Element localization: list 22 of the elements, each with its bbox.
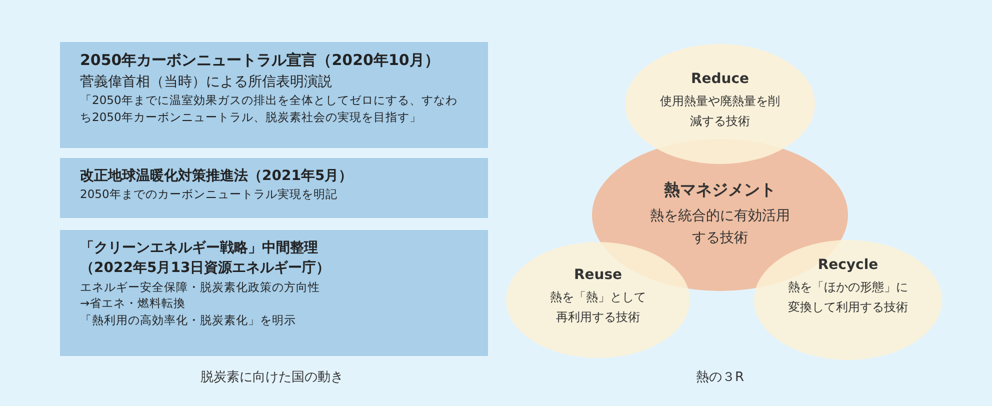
box-text: エネルギー安全保障・脱炭素化政策の方向性	[80, 278, 321, 296]
quote-text: 「2050年までに温室効果ガスの排出を全体としてゼロにする、すなわち2050年カーボンニュートラル、脱炭素社会の実現を目指す」	[80, 92, 458, 126]
box-heading: 改正地球温暖化対策推進法（2021年5月）	[80, 166, 354, 186]
info-panel	[60, 42, 488, 148]
box-heading: 「クリーンエネルギー戦略」中間整理（2022年5月13日資源エネルギー庁）	[80, 239, 332, 278]
box-subheading: 菅義偉首相（当時）による所信表明演説	[80, 72, 333, 92]
ellipse-heading: Reduce	[690, 70, 750, 89]
figure-caption: 脱炭素に向けた国の動き	[200, 369, 344, 386]
info-panel	[60, 158, 488, 218]
ellipse-text: 使用熱量や廃熱量を削減する技術	[660, 93, 780, 130]
ellipse-text: 熱を「熱」として再利用する技術	[549, 289, 647, 326]
box-text: 「熱利用の高効率化・脱炭素化」を明示	[80, 312, 297, 329]
ellipse-text: 熱を統合的に有効活用する技術	[649, 206, 791, 248]
box-heading: 2050年カーボンニュートラル宣言（2020年10月）	[80, 50, 440, 71]
ellipse-text: 熱を「ほかの形態」に変換して利用する技術	[788, 279, 908, 316]
ellipse-heading: Reuse	[572, 266, 624, 285]
ellipse-heading: Recycle	[816, 256, 880, 275]
box-text: 2050年までのカーボンニュートラル実現を明記	[80, 186, 338, 203]
info-panel	[60, 230, 488, 356]
figure-caption: 熱の３R	[694, 369, 746, 386]
box-text: →省エネ・燃料転換	[80, 295, 187, 312]
ellipse-heading: 熱マネジメント	[663, 179, 777, 201]
